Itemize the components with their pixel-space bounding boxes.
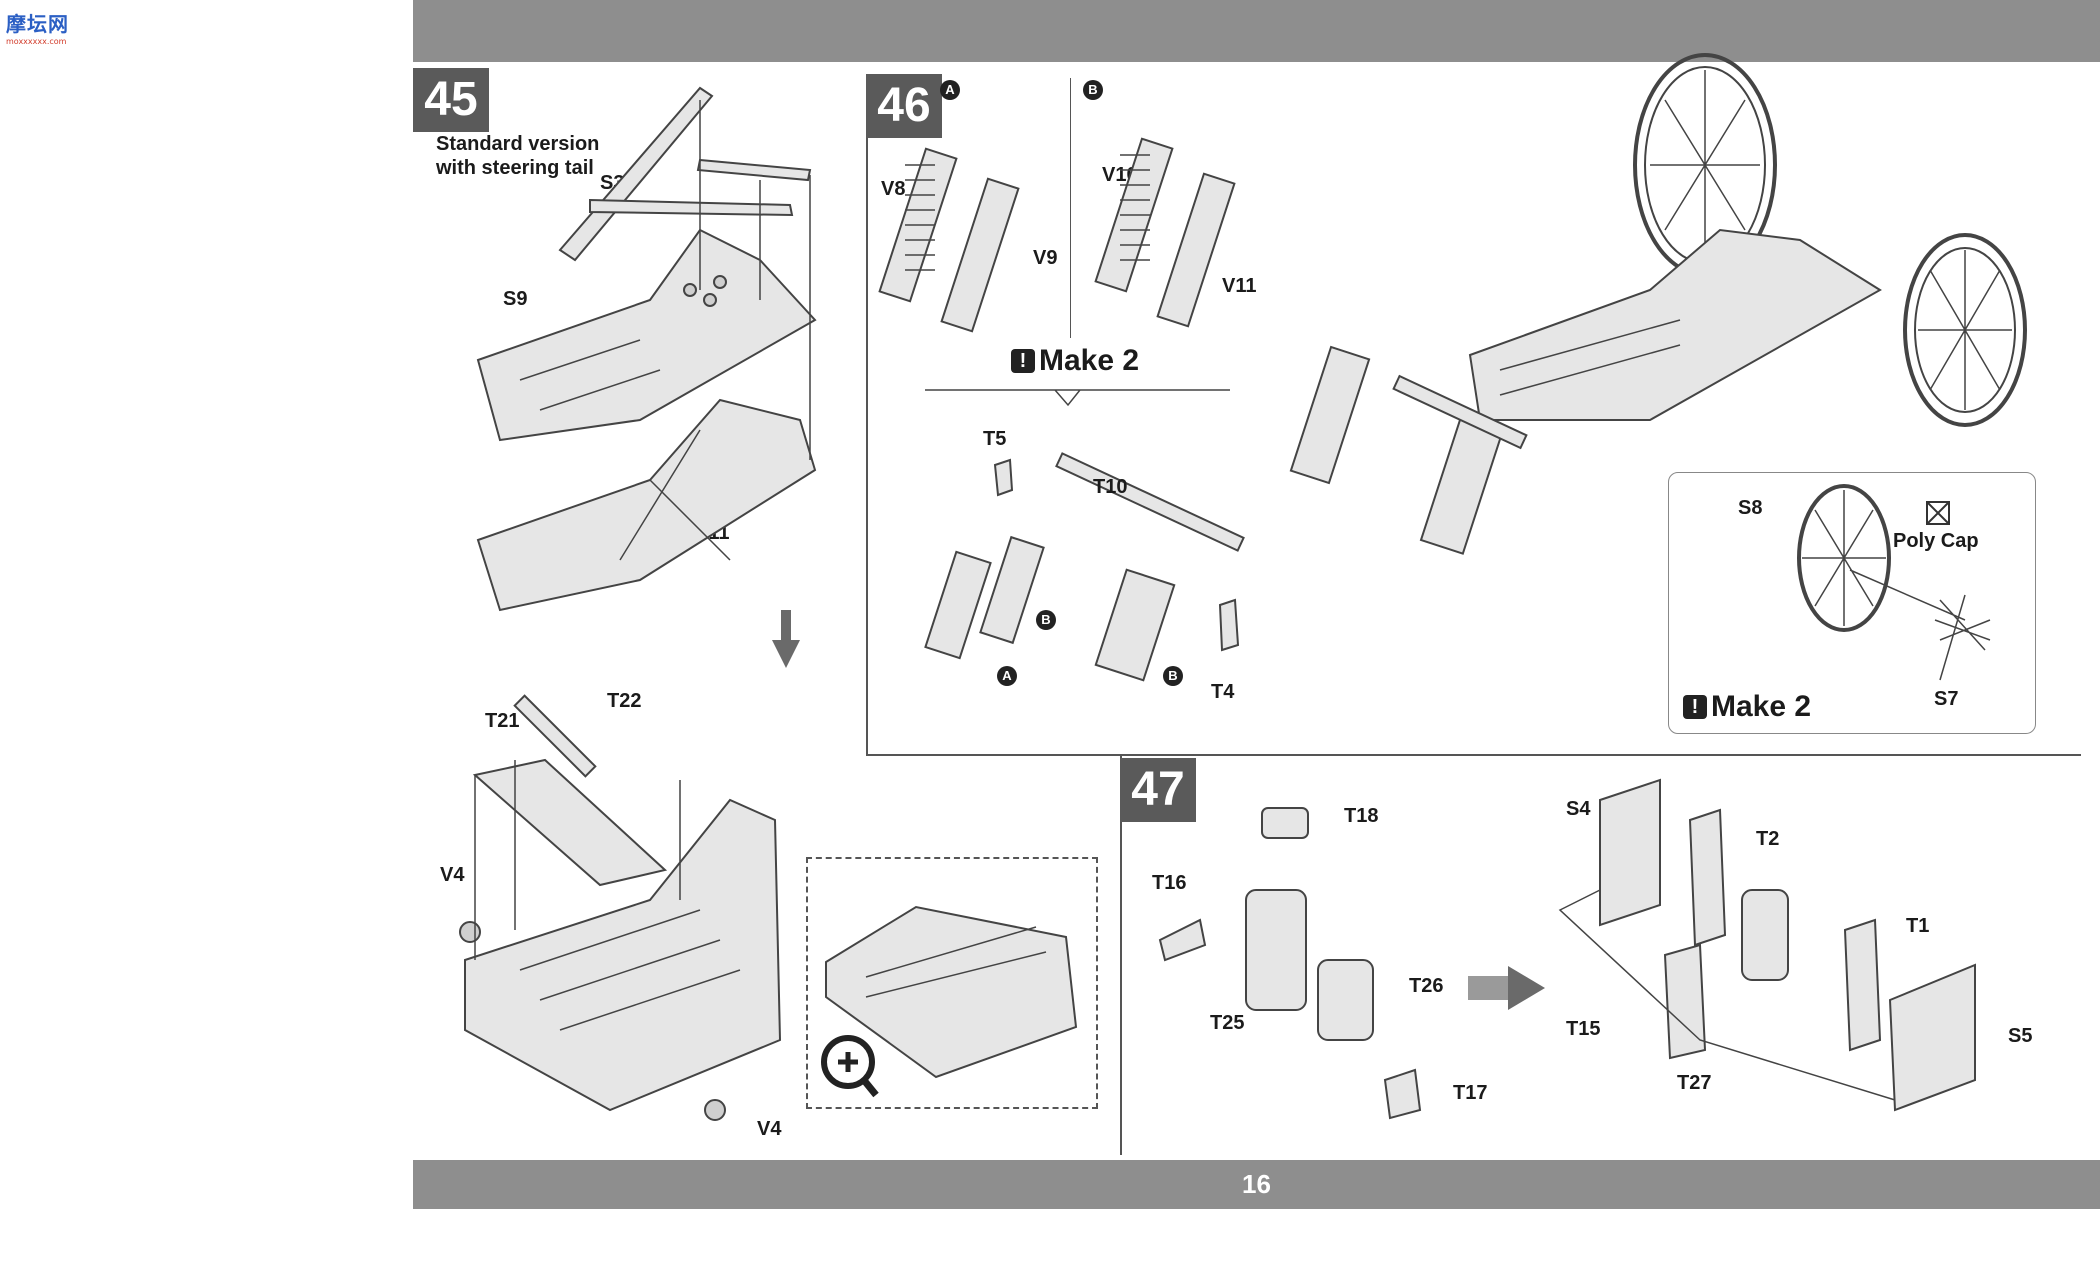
warning-icon: ! (1011, 349, 1035, 373)
label-t1: T1 (1906, 915, 1930, 937)
step-47-number: 47 (1120, 758, 1196, 822)
label-v4-right: V4 (757, 1118, 782, 1140)
label-t27: T27 (1677, 1072, 1712, 1094)
step-45-note-line2: with steering tail (436, 157, 594, 179)
step-45-note: Standard version with steering tail (436, 132, 599, 180)
page-number: 16 (1242, 1169, 1271, 1199)
badge-b-lower-left: B (1036, 610, 1056, 630)
label-v9: V9 (1033, 247, 1058, 269)
step-45-note-line1: Standard version (436, 133, 600, 155)
divider-45-47 (1120, 755, 1122, 1155)
label-t17: T17 (1453, 1082, 1488, 1104)
label-s7: S7 (1934, 688, 1959, 710)
label-t10: T10 (1093, 476, 1128, 498)
make-2-text-top: Make 2 (1039, 344, 1140, 377)
label-t16: T16 (1152, 872, 1187, 894)
label-t26: T26 (1409, 975, 1444, 997)
step-45-number: 45 (413, 68, 489, 132)
zoom-detail-drawing (821, 905, 1078, 1098)
divider-46-ab (1070, 78, 1071, 338)
label-t4: T4 (1211, 681, 1235, 703)
step-46-inset-frame (1668, 472, 2036, 734)
label-v8: V8 (881, 178, 906, 200)
top-band (413, 0, 2100, 62)
divider-46-47 (866, 754, 2081, 756)
label-s8: S8 (1738, 497, 1763, 519)
step-45-upper-drawing (476, 86, 817, 668)
badge-b-lower-right: B (1163, 666, 1183, 686)
label-t25: T25 (1210, 1012, 1245, 1034)
label-t15: T15 (1566, 1018, 1601, 1040)
make-2-callout-bottom: ! Make 2 (1683, 690, 1811, 724)
badge-b: B (1083, 80, 1103, 100)
divider-45-46 (866, 75, 868, 755)
label-s4: S4 (1566, 798, 1591, 820)
site-logo-subtext: moxxxxxx.com (6, 37, 67, 46)
label-v4-left: V4 (440, 864, 465, 886)
label-s9: S9 (503, 288, 528, 310)
step-46-springs-drawing (878, 53, 2027, 682)
label-v11: V11 (1222, 275, 1257, 297)
label-t22: T22 (607, 690, 642, 712)
label-t2: T2 (1756, 828, 1780, 850)
step-45-lower-drawing (459, 694, 782, 1121)
label-s5: S5 (2008, 1025, 2033, 1047)
step-46-number: 46 (866, 74, 942, 138)
badge-a: A (940, 80, 960, 100)
label-poly-cap: Poly Cap (1893, 530, 1979, 552)
site-logo-text: 摩坛网 (6, 12, 69, 36)
zoom-detail-frame (806, 857, 1098, 1109)
warning-icon: ! (1683, 695, 1707, 719)
site-logo: 摩坛网 moxxxxxx.com (6, 8, 69, 46)
badge-a-lower: A (997, 666, 1017, 686)
label-t18: T18 (1344, 805, 1379, 827)
step-47-drawing (1158, 778, 1976, 1120)
make-2-text-bottom: Make 2 (1711, 690, 1812, 723)
label-t5: T5 (983, 428, 1007, 450)
bottom-band: 16 (413, 1160, 2100, 1209)
label-t21: T21 (485, 710, 520, 732)
make-2-callout-top: ! Make 2 (1011, 344, 1139, 378)
